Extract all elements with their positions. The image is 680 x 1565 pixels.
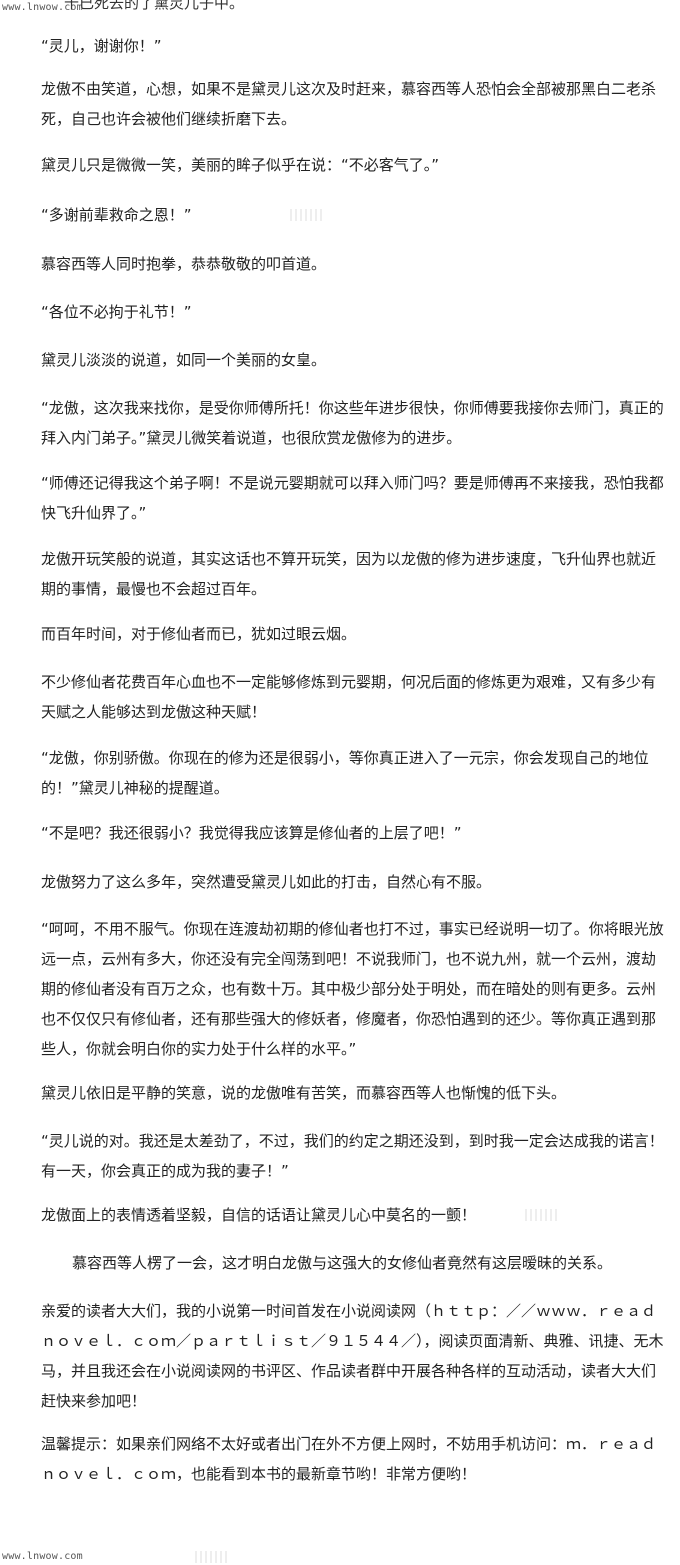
paragraph-14: “不是吧？我还很弱小？我觉得我应该算是修仙者的上层了吧！” [41,824,462,842]
paragraph-3: 黛灵儿只是微微一笑，美丽的眸子似乎在说：“不必客气了。” [41,156,440,174]
paragraph-1: “灵儿，谢谢你！” [41,37,162,55]
scan-artifact [195,1551,229,1563]
paragraph-15: 龙傲努力了这么多年，突然遭受黛灵儿如此的打击，自然心有不服。 [41,873,492,891]
site-watermark-top: www.lnwow.com [2,2,83,13]
paragraph-11: 而百年时间，对于修仙者而已，犹如过眼云烟。 [41,625,357,643]
paragraph-13: “龙傲，你别骄傲。你现在的修为还是很弱小，等你真正进入了一元宗，你会发现自己的地… [41,749,649,797]
paragraph-20: 慕容西等人楞了一会，这才明白龙傲与这强大的女修仙者竟然有这层暧昧的关系。 [72,1254,613,1272]
paragraph-22: 温馨提示：如果亲们网络不太好或者出门在外不方便上网时，不妨用手机访问：ｍ．ｒｅａ… [41,1435,657,1483]
site-watermark-bottom: www.lnwow.com [2,1551,83,1562]
paragraph-6: “各位不必拘于礼节！” [41,303,192,321]
paragraph-8: “龙傲，这次我来找你，是受你师傅所托！你这些年进步很快，你师傅要我接你去师门，真… [41,399,664,447]
paragraph-5: 慕容西等人同时抱拳，恭恭敬敬的叩首道。 [41,255,327,273]
paragraph-12: 不少修仙者花费百年心血也不一定能够修炼到元婴期，何况后面的修炼更为艰难，又有多少… [41,673,657,721]
paragraph-16: “呵呵，不用不服气。你现在连渡劫初期的修仙者也打不过，事实已经说明一切了。你将眼… [41,920,664,1058]
scan-artifact [290,209,324,221]
paragraph-4: “多谢前辈救命之恩！” [41,206,192,224]
paragraph-10: 龙傲开玩笑般的说道，其实这话也不算开玩笑，因为以龙傲的修为进步速度，飞升仙界也就… [41,550,657,598]
scan-artifact [525,1209,559,1221]
paragraph-19: 龙傲面上的表情透着坚毅，自信的话语让黛灵儿心中莫名的一颤！ [41,1206,477,1224]
paragraph-18: “灵儿说的对。我还是太差劲了，不过，我们的约定之期还没到，到时我一定会达成我的诺… [41,1132,664,1180]
paragraph-9: “师傅还记得我这个弟子啊！不是说元婴期就可以拜入师门吗？要是师傅再不来接我，恐怕… [41,474,664,522]
paragraph-21: 亲爱的读者大大们，我的小说第一时间首发在小说阅读网（ｈｔｔｐ：／／ｗｗｗ．ｒｅａ… [41,1302,664,1410]
paragraph-17: 黛灵儿依旧是平静的笑意，说的龙傲唯有苦笑，而慕容西等人也惭愧的低下头。 [41,1084,567,1102]
cut-off-text-line: 十已死去的了黛灵儿子中。 [64,0,245,12]
paragraph-7: 黛灵儿淡淡的说道，如同一个美丽的女皇。 [41,351,327,369]
paragraph-2: 龙傲不由笑道，心想，如果不是黛灵儿这次及时赶来，慕容西等人恐怕会全部被那黑白二老… [41,80,657,128]
